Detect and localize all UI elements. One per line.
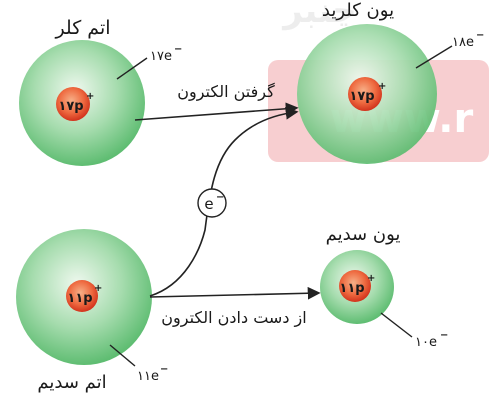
- chlorine-atom-nucleus-label: ۱۷p: [58, 99, 83, 114]
- sodium-atom-nucleus-sign: +: [94, 283, 102, 294]
- sodium-ion-electron-count: ۱۰e: [415, 335, 437, 350]
- sodium-ion-electron-leader: [380, 312, 413, 338]
- chloride-ion-electron-leader: [415, 45, 453, 69]
- electron-symbol: e: [204, 195, 213, 213]
- sodium-atom-label: اتم سدیم: [37, 372, 106, 393]
- sodium-ion-nucleus: [339, 270, 371, 302]
- watermark-top-text: چنبر: [281, 0, 356, 31]
- chlorine-atom-label: اتم کلر: [54, 17, 110, 39]
- sodium-ion: ۱۱p + یون سدیم ۱۰e −: [320, 224, 448, 350]
- arrows: [134, 102, 321, 300]
- sodium-ion-electron-sign: −: [440, 330, 448, 341]
- chlorine-atom: ۱۷p + اتم کلر ۱۷e −: [19, 17, 182, 166]
- gain-arrow: [134, 102, 299, 121]
- chlorine-atom-electron-count: ۱۷e: [150, 49, 172, 64]
- gain-electron-label: گرفتن الکترون: [177, 82, 275, 102]
- chlorine-atom-nucleus: [56, 87, 90, 121]
- sodium-atom-electron-sign: −: [160, 364, 168, 375]
- chlorine-atom-nucleus-sign: +: [86, 91, 94, 102]
- loss-arrow: [149, 286, 321, 300]
- lose-electron-label: از دست دادن الکترون: [161, 308, 306, 328]
- chloride-ion-nucleus: [348, 77, 382, 111]
- chlorine-atom-electron-leader: [116, 57, 148, 80]
- chloride-ion-nucleus-sign: +: [378, 81, 386, 92]
- sodium-ion-nucleus-label: ۱۱p: [339, 281, 364, 296]
- chloride-ion-electron-count: ۱۸e: [452, 35, 474, 50]
- sodium-atom: ۱۱p + ۱۱e − اتم سدیم: [16, 229, 168, 393]
- sodium-atom-electron-count: ۱۱e: [137, 369, 159, 384]
- chloride-ion-electron-sign: −: [476, 30, 484, 41]
- chloride-ion: ۱۷p + یون کلرید ۱۸e −: [297, 0, 484, 164]
- transferred-electron: e −: [197, 188, 227, 218]
- chloride-ion-label: یون کلرید: [322, 0, 394, 21]
- sodium-atom-nucleus-label: ۱۱p: [67, 291, 92, 306]
- electron-transfer-arrow: [149, 106, 299, 297]
- sodium-atom-electron-leader: [109, 344, 136, 367]
- sodium-ion-nucleus-sign: +: [367, 273, 375, 284]
- chloride-ion-nucleus-label: ۱۷p: [349, 89, 374, 104]
- sodium-atom-nucleus: [66, 280, 98, 312]
- electron-sign: −: [216, 192, 224, 203]
- chlorine-atom-electron-sign: −: [174, 44, 182, 55]
- sodium-ion-label: یون سدیم: [326, 224, 401, 245]
- electron-circle: [197, 188, 227, 218]
